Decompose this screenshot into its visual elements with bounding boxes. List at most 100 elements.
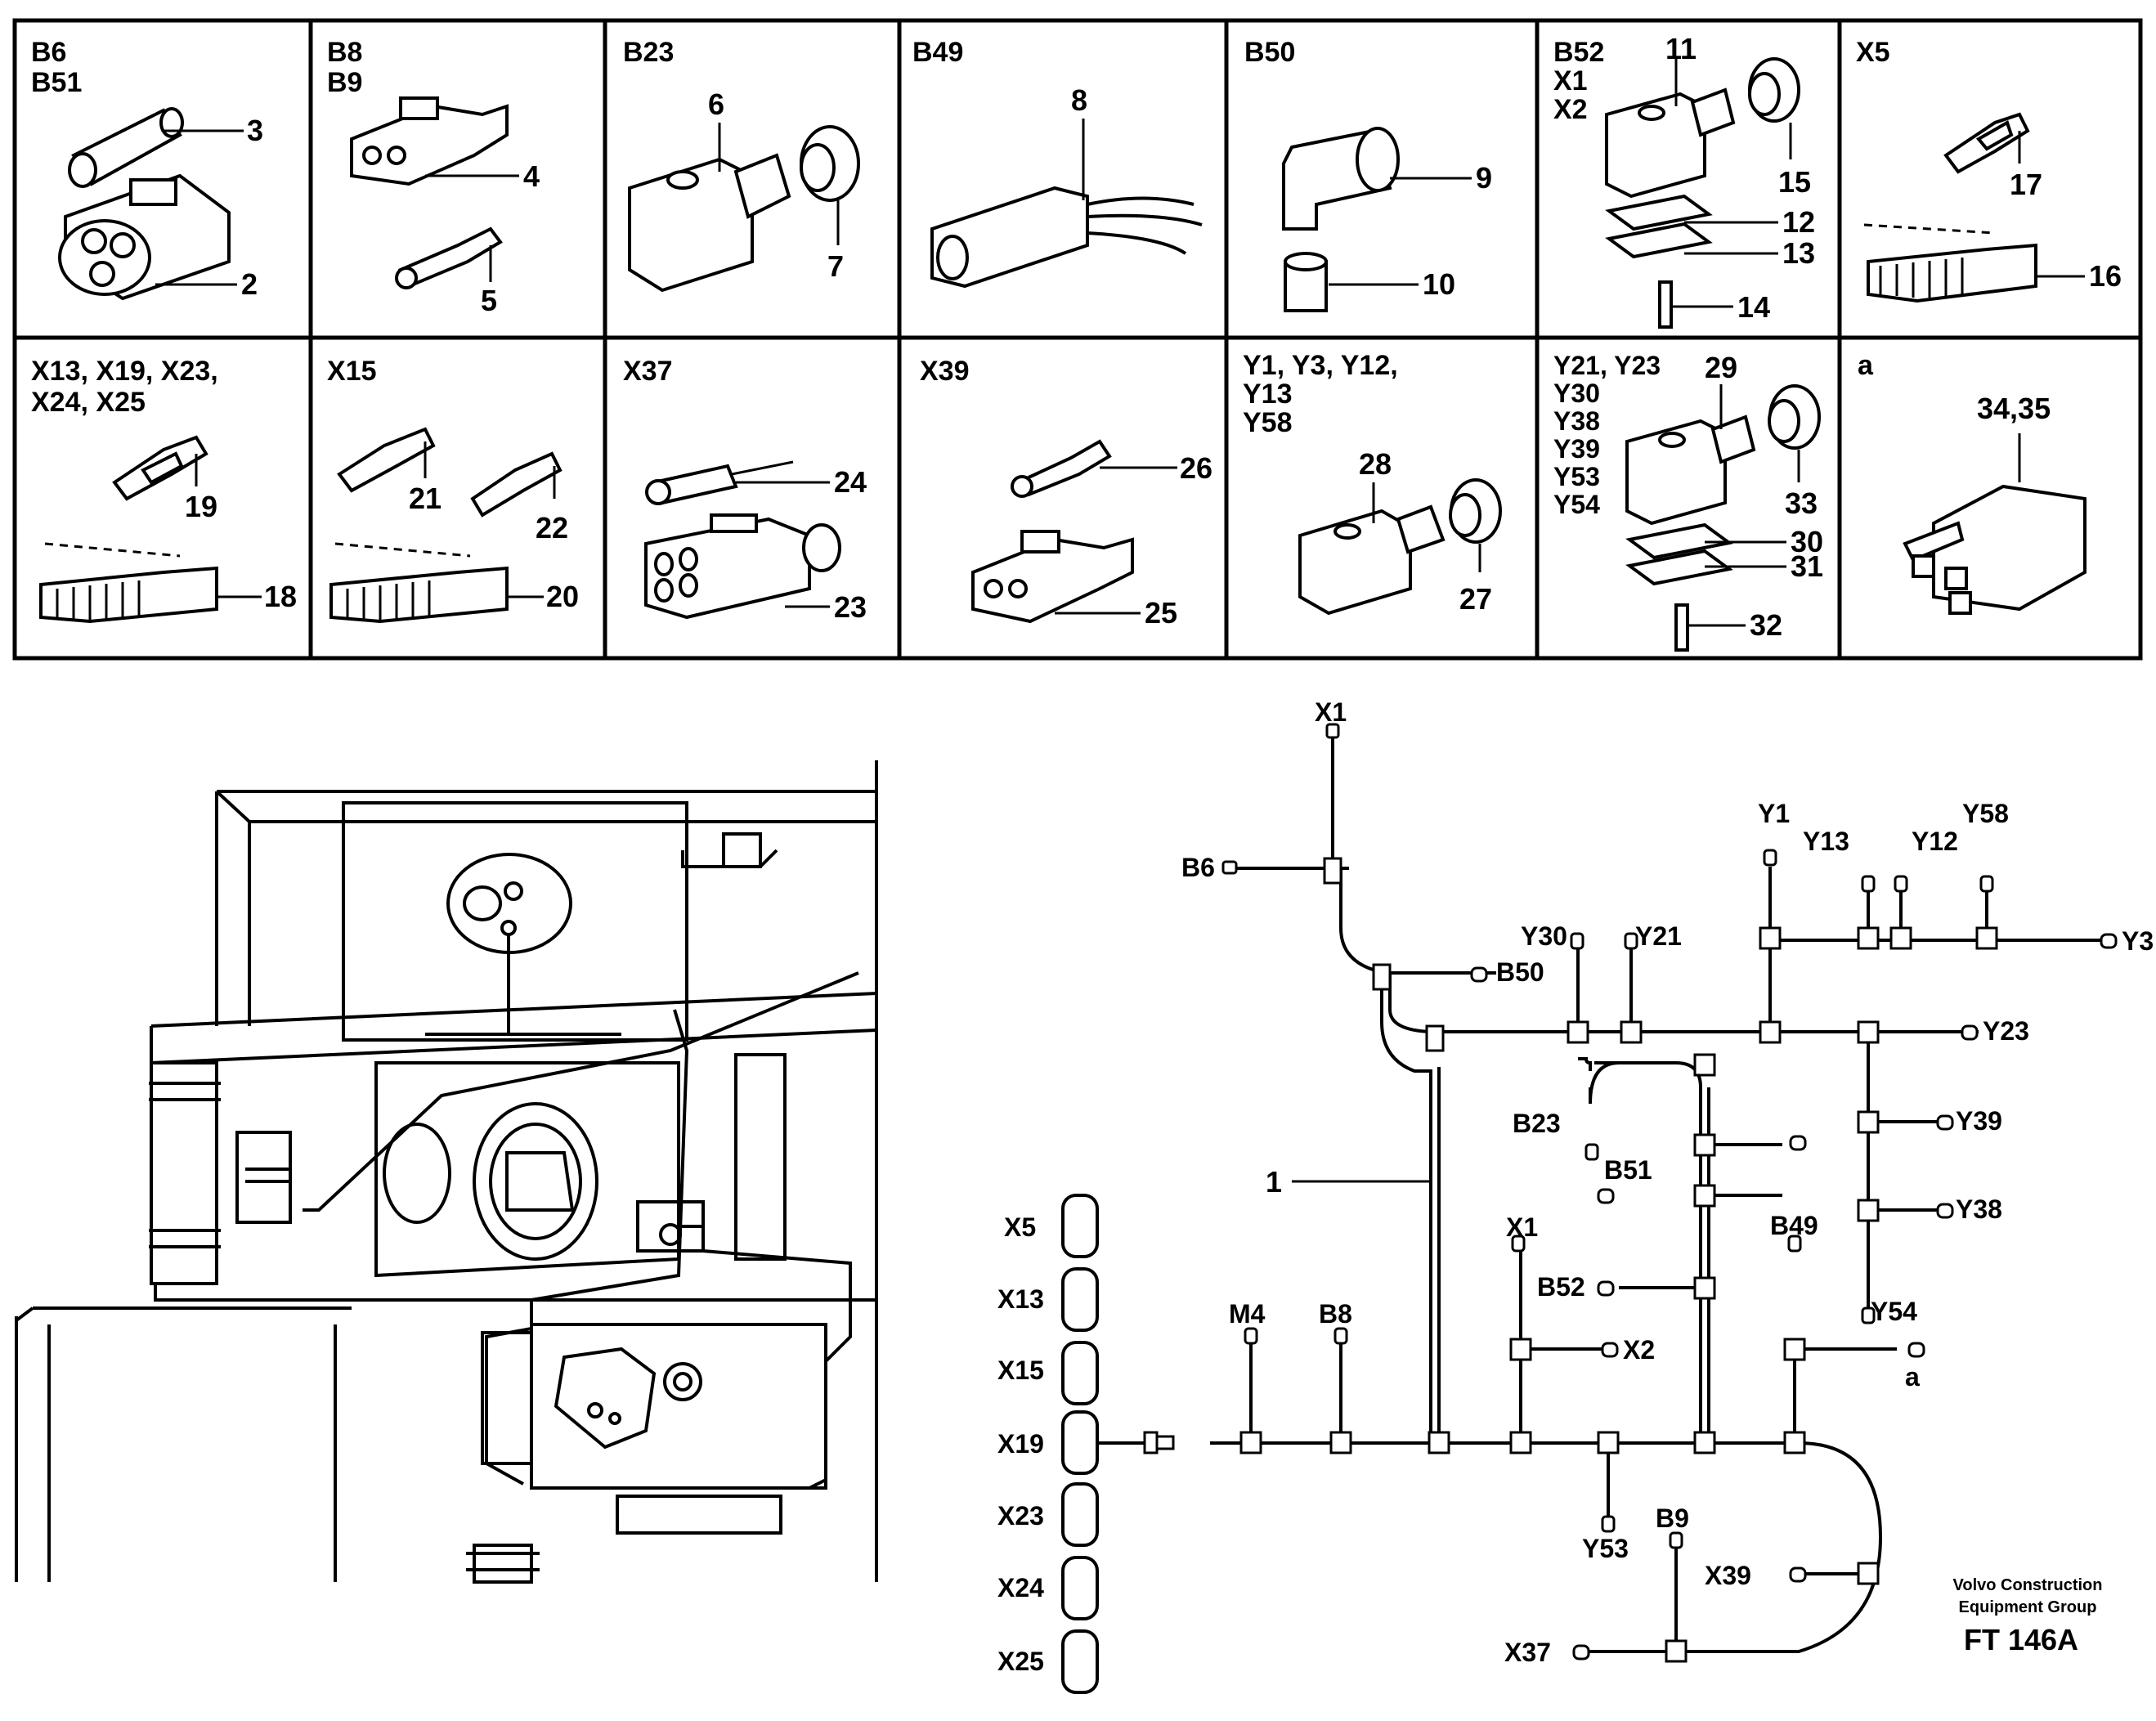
panel-y1-y3-y12-y13-y58: Y1, Y3, Y12, Y13 Y58 28 27 (1243, 350, 1502, 616)
callout-number: 26 (1180, 451, 1212, 485)
terminal-part-drawing (112, 435, 208, 501)
housing-part-drawing (350, 96, 509, 186)
callout-number: 16 (2089, 259, 2122, 293)
panel-title-line: Y54 (1553, 490, 1600, 519)
panel-title-line: Y38 (1553, 406, 1600, 436)
callout-number: 10 (1423, 267, 1455, 301)
callout-number: 31 (1791, 549, 1823, 583)
callout-number: 7 (827, 249, 844, 283)
solenoid-plug-drawing (628, 125, 860, 293)
pin-part-drawing (645, 460, 794, 505)
multi-pin-connector-drawing (1863, 223, 2037, 303)
panel-title-line: Y53 (1553, 462, 1600, 491)
panel-title-line: B6 (31, 37, 66, 68)
housing-part-drawing (971, 530, 1134, 624)
panel-title-line: X37 (623, 356, 673, 387)
callout-number: 32 (1750, 608, 1782, 642)
side-connector-label: X19 (997, 1429, 1044, 1459)
panel-x5: X5 17 16 (1856, 37, 2122, 303)
callout-number: 22 (536, 511, 568, 545)
harness-label-b23: B23 (1513, 1109, 1561, 1138)
panel-x37: X37 24 23 (623, 356, 867, 624)
harness-label-y39: Y39 (1956, 1106, 2002, 1136)
callout-number: 25 (1145, 596, 1177, 630)
callout-number: 15 (1778, 165, 1811, 199)
callout-number: 9 (1476, 161, 1492, 195)
callout-number: 5 (481, 284, 497, 317)
panel-b52-x1-x2: B52 X1 X2 11 15 12 13 14 (1553, 32, 1815, 329)
relay-block-drawing (1903, 484, 2087, 615)
harness-label-b51: B51 (1604, 1155, 1652, 1185)
harness-label-y1: Y1 (1758, 799, 1790, 828)
harness-label-b9: B9 (1656, 1504, 1689, 1533)
side-connector-label: X15 (997, 1356, 1044, 1385)
solenoid-plug-gasket-drawing (1625, 384, 1821, 652)
callout-number: 23 (834, 590, 867, 624)
company-line-2: Equipment Group (1959, 1598, 2097, 1616)
callout-number: 8 (1071, 83, 1087, 117)
harness-label-b49: B49 (1770, 1211, 1818, 1240)
panel-title-line: X24, X25 (31, 387, 146, 418)
panel-title-line: Y21, Y23 (1553, 351, 1661, 380)
harness-label-a: a (1905, 1362, 1920, 1392)
callout-number: 24 (834, 465, 867, 499)
panel-title-line: B50 (1244, 37, 1295, 68)
side-connector-stack (1061, 1194, 1145, 1694)
harness-label-b52: B52 (1537, 1272, 1585, 1302)
side-connector-label: X25 (997, 1647, 1044, 1676)
panel-title-line: B8 (327, 37, 362, 68)
harness-label-y3: Y3 (2122, 926, 2154, 956)
harness-label-y12: Y12 (1912, 827, 1958, 856)
callout-number: 30 (1791, 525, 1823, 558)
panel-x13-x19-x23-x24-x25: X13, X19, X23, X24, X25 19 18 (31, 356, 297, 624)
callout-number: 4 (523, 159, 540, 193)
harness-label-y58: Y58 (1962, 799, 2009, 828)
parts-table (12, 18, 2143, 661)
angle-plug-drawing (1282, 127, 1400, 312)
panel-title-line: Y13 (1243, 379, 1293, 410)
terminal-part-drawing (395, 226, 503, 289)
panel-x15: X15 21 22 20 (327, 356, 579, 624)
panel-b23: B23 6 7 (623, 37, 860, 293)
side-connector-label: X24 (997, 1573, 1044, 1602)
harness-label-x2: X2 (1623, 1335, 1655, 1365)
harness-label-b8: B8 (1319, 1299, 1352, 1329)
callout-number: 34,35 (1977, 392, 2051, 425)
round-connector-drawing (58, 173, 231, 301)
panel-title-line: B51 (31, 67, 82, 98)
harness-label-b50: B50 (1496, 957, 1544, 987)
callout-number: 29 (1705, 351, 1737, 384)
harness-label-b6: B6 (1181, 853, 1215, 882)
footer: Volvo Construction Equipment Group FT 14… (1953, 1576, 2103, 1656)
callout-number: 19 (185, 490, 217, 523)
solenoid-plug-gasket-drawing (1605, 57, 1800, 329)
panel-title-line: B52 (1553, 37, 1604, 68)
harness-label-y54: Y54 (1871, 1297, 1917, 1326)
panel-title-line: Y30 (1553, 379, 1600, 408)
panel-title-line: Y58 (1243, 407, 1293, 438)
harness-label-x1: X1 (1315, 697, 1347, 727)
machine-location-drawing (15, 760, 878, 1584)
callout-number: 6 (708, 87, 724, 121)
harness-label-y53: Y53 (1582, 1534, 1629, 1563)
panel-b8-b9: B8 B9 4 5 (327, 37, 540, 317)
panel-title-line: Y39 (1553, 434, 1600, 464)
harness-branch-nodes (1239, 857, 1998, 1663)
callout-number: 28 (1359, 447, 1392, 481)
four-pin-housing-drawing (644, 513, 841, 620)
harness-label-x39: X39 (1705, 1561, 1751, 1590)
callout-number: 13 (1782, 236, 1815, 270)
harness-label-y30: Y30 (1521, 921, 1567, 951)
harness-label-y21: Y21 (1635, 921, 1682, 951)
harness-schematic: 1 X1 B6 B50 Y30 Y21 Y1 Y13 Y12 Y58 Y3 Y2… (997, 697, 2154, 1694)
callout-number: 11 (1665, 32, 1697, 65)
terminal-part-drawing (1943, 112, 2030, 174)
panel-b49: B49 8 (912, 37, 1203, 289)
callout-number: 12 (1782, 205, 1815, 239)
panel-a: a 34,35 (1858, 350, 2087, 615)
multi-pin-connector-drawing (329, 542, 509, 624)
harness-end-plugs (1143, 723, 2118, 1660)
solenoid-plug-drawing (1298, 478, 1502, 616)
sleeve-part-drawing (68, 107, 184, 188)
terminal-part-drawing (337, 427, 563, 518)
